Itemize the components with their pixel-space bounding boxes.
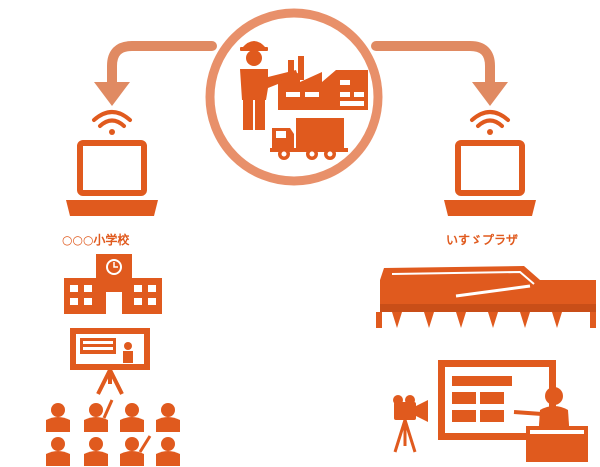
students-icon	[46, 399, 180, 466]
truck-icon	[270, 118, 348, 160]
factory-icon	[278, 56, 368, 110]
presentation-screen-icon	[70, 328, 150, 395]
school-label: ○○○小学校	[62, 233, 130, 247]
video-camera-icon	[393, 395, 428, 453]
plaza-building-icon	[376, 266, 596, 328]
wifi-icon	[92, 110, 132, 135]
arrowhead-right	[472, 82, 508, 106]
laptop-icon	[444, 140, 536, 216]
worker-icon	[240, 41, 298, 130]
wifi-icon	[470, 110, 510, 135]
presenter-screen-icon	[438, 360, 588, 462]
school-building-icon	[64, 254, 162, 314]
arrow-left	[107, 41, 217, 91]
arrowhead-left	[94, 82, 130, 106]
laptop-icon	[66, 140, 158, 216]
plaza-label: いすゞプラザ	[446, 233, 519, 247]
arrow-right	[371, 41, 495, 91]
